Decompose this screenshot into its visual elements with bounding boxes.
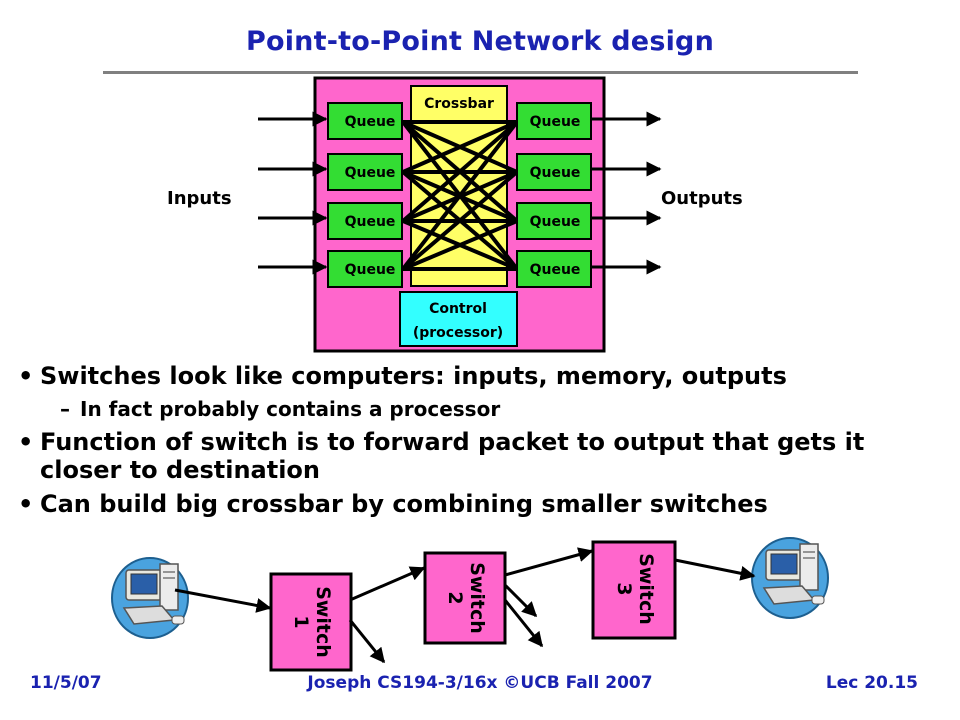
switch-2-box xyxy=(423,551,507,645)
bullet-dot: • xyxy=(18,490,34,518)
switch-3-label-line1: Switch xyxy=(635,553,657,625)
output-queue-4 xyxy=(516,250,592,288)
output-queue-2-label: Queue xyxy=(530,165,581,181)
desktop-computer-icon xyxy=(111,557,189,639)
input-queue-3-label: Queue xyxy=(345,214,396,230)
control-label-line1: Control xyxy=(429,301,487,317)
bullet-item: • Can build big crossbar by combining sm… xyxy=(18,490,948,518)
crossbar-label: Crossbar xyxy=(424,96,494,112)
output-queue-1 xyxy=(516,102,592,140)
inputs-label: Inputs xyxy=(167,188,232,209)
sub-bullet-text: In fact probably contains a processor xyxy=(80,397,501,421)
switch-1-label-line2: 1 xyxy=(290,615,312,628)
bullet-text: Can build big crossbar by combining smal… xyxy=(40,490,768,518)
output-queue-2 xyxy=(516,153,592,191)
footer-lecture: Lec 20.15 xyxy=(825,673,918,693)
footer-date: 11/5/07 xyxy=(30,673,102,693)
control-processor-box xyxy=(399,291,518,347)
output-queue-4-label: Queue xyxy=(530,262,581,278)
switch-2-label-line2: 2 xyxy=(444,591,466,604)
bullet-text: Switches look like computers: inputs, me… xyxy=(40,362,787,390)
input-queue-2-label: Queue xyxy=(345,165,396,181)
output-queue-3-label: Queue xyxy=(530,214,581,230)
input-queue-1-label: Queue xyxy=(345,114,396,130)
switch-2-label-line1: Switch xyxy=(466,562,488,634)
input-arrows xyxy=(258,111,328,275)
control-label-line2: (processor) xyxy=(413,325,503,341)
output-queues: Queue Queue Queue Queue xyxy=(516,102,592,288)
bullet-text: Function of switch is to forward packet … xyxy=(40,428,865,484)
bullet-item: • Function of switch is to forward packe… xyxy=(18,428,948,484)
output-queue-1-label: Queue xyxy=(530,114,581,130)
switch-3-label-line2: 3 xyxy=(613,582,635,595)
crossbar-wires xyxy=(401,120,519,271)
sub-bullet-item: – In fact probably contains a processor xyxy=(18,396,948,422)
bullet-item: • Switches look like computers: inputs, … xyxy=(18,362,948,390)
desktop-computer-icon xyxy=(751,537,829,619)
sub-bullet-dash: – xyxy=(60,397,70,421)
input-queue-4 xyxy=(327,250,403,288)
outputs-label: Outputs xyxy=(661,188,743,209)
input-queue-3 xyxy=(327,202,403,240)
bullet-dot: • xyxy=(18,428,34,456)
bullet-dot: • xyxy=(18,362,34,390)
output-queue-3 xyxy=(516,202,592,240)
output-arrows xyxy=(591,111,662,275)
footer-course: Joseph CS194-3/16x ©UCB Fall 2007 xyxy=(307,673,653,693)
switch-1-label-line1: Switch xyxy=(312,586,334,658)
title-underline xyxy=(103,71,858,74)
input-queue-4-label: Queue xyxy=(345,262,396,278)
input-queues: Queue Queue Queue Queue xyxy=(327,102,403,288)
switch-connection-arrows xyxy=(174,547,756,664)
bullet-list: • Switches look like computers: inputs, … xyxy=(18,362,948,524)
switch-3-box xyxy=(591,540,677,640)
crossbar-box xyxy=(410,85,508,287)
slide-title: Point-to-Point Network design xyxy=(245,26,714,57)
input-queue-2 xyxy=(327,153,403,191)
input-queue-1 xyxy=(327,102,403,140)
